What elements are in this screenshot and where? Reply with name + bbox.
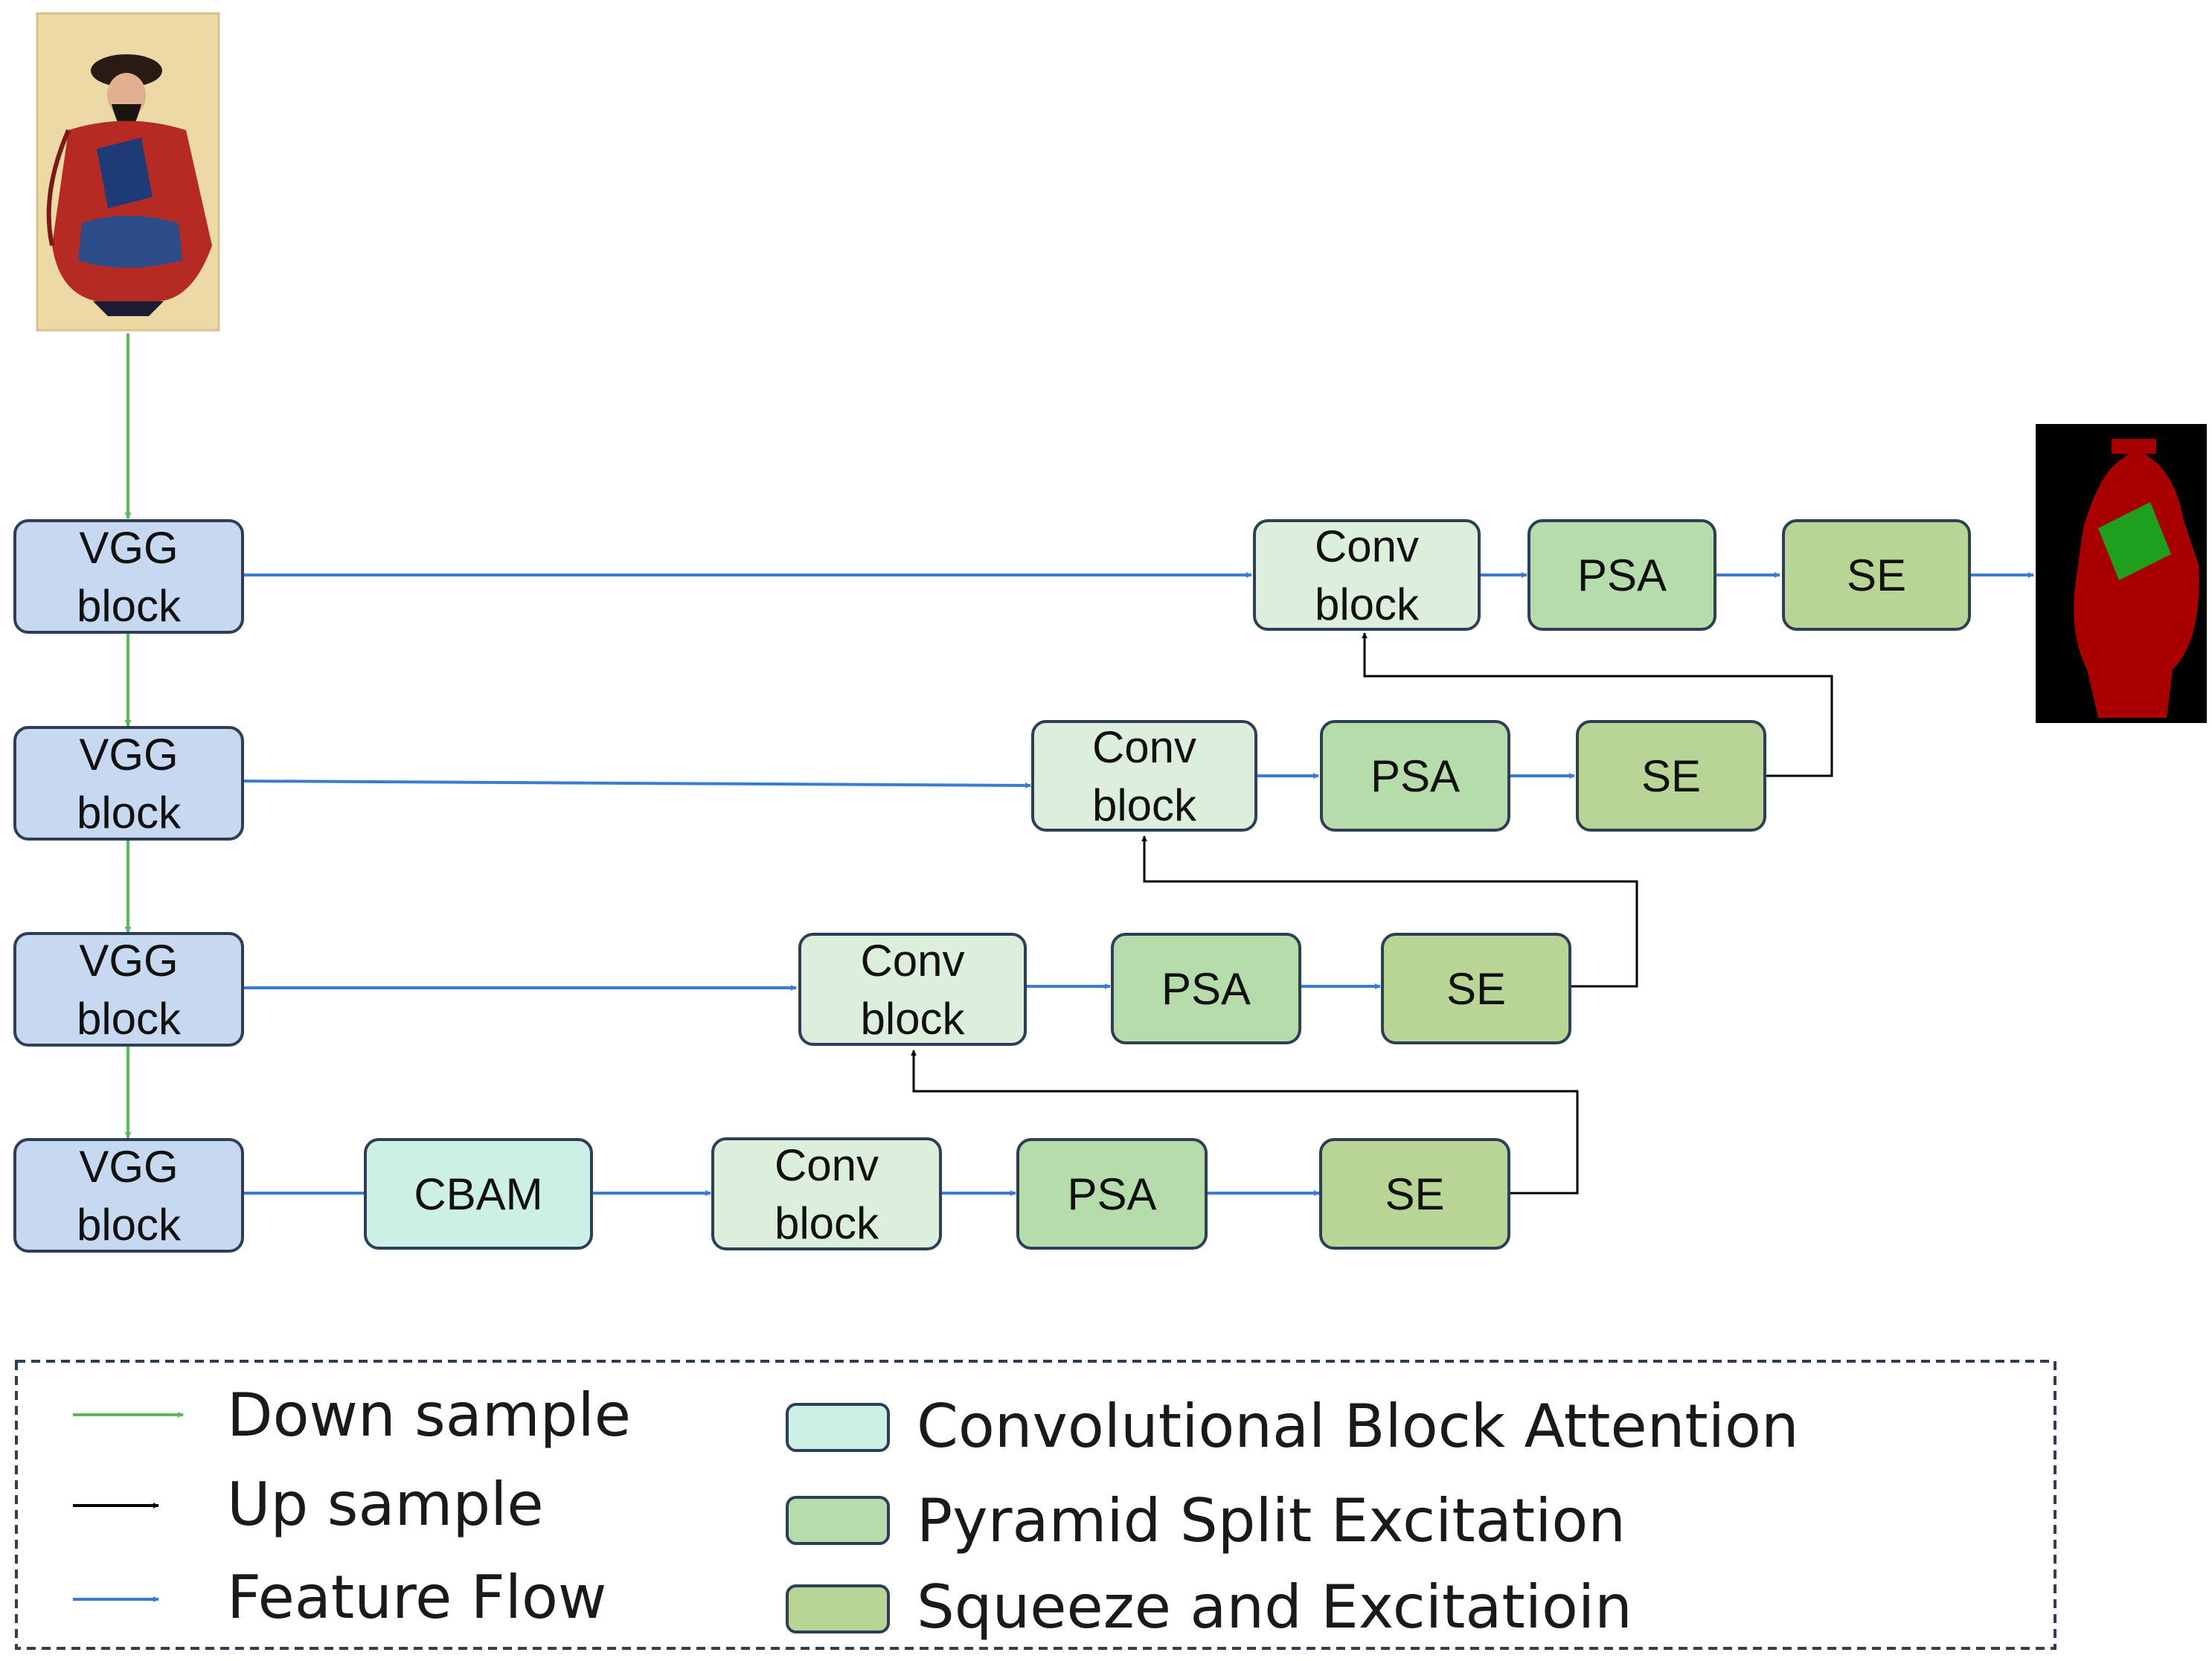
se-block-4-box [1319, 1138, 1510, 1250]
conv-block-1-label: block [1315, 579, 1420, 629]
psa-block-1-label: PSA [1577, 550, 1667, 600]
conv-block-3-label: Conv [860, 936, 964, 986]
vgg-block-2: VGG block [13, 726, 244, 841]
se-block-2-box [1576, 720, 1766, 832]
psa-block-4-box [1016, 1138, 1208, 1250]
legend-cbam-label: Convolutional Block Attention [917, 1392, 1799, 1461]
legend-frame [15, 1360, 2056, 1650]
vgg-block-4-label: VGG [79, 1142, 178, 1192]
legend-flow-label: Feature Flow [227, 1563, 606, 1632]
vgg-block-4-box [13, 1138, 244, 1253]
psa-block-1: PSA [1527, 519, 1716, 631]
psa-block-3-label: PSA [1161, 964, 1251, 1014]
conv-block-1-box [1253, 519, 1481, 631]
vgg-block-3-label: VGG [79, 936, 178, 986]
conv-block-4-box [711, 1137, 942, 1250]
se-block-3-label: SE [1446, 964, 1506, 1014]
legend-psa-label: Pyramid Split Excitation [917, 1486, 1626, 1555]
conv-block-3: Conv block [798, 933, 1027, 1046]
se-block-1-label: SE [1847, 550, 1906, 600]
se-block-3-box [1381, 933, 1571, 1044]
conv-block-2-label: block [1092, 780, 1197, 830]
se-block-1-box [1782, 519, 1971, 631]
vgg-block-3-label: block [77, 994, 182, 1044]
legend-cbam-swatch [786, 1403, 890, 1452]
se-block-4-label: SE [1385, 1169, 1444, 1219]
vgg-block-3-box [13, 932, 244, 1047]
conv-block-4: Conv block [711, 1137, 942, 1250]
psa-block-4: PSA [1016, 1138, 1208, 1250]
vgg-block-1: VGG block [13, 519, 244, 634]
vgg-block-1-label: block [77, 581, 182, 631]
legend-se-swatch [786, 1584, 890, 1633]
psa-block-3-box [1111, 933, 1301, 1044]
psa-block-2-label: PSA [1371, 751, 1460, 801]
se-block-2-label: SE [1641, 751, 1701, 801]
se-block-3: SE [1381, 933, 1571, 1044]
conv-block-4-label: Conv [775, 1140, 879, 1190]
feature-flow-arrows [242, 572, 2034, 1196]
se-block-2: SE [1576, 720, 1766, 832]
psa-block-2-box [1320, 720, 1510, 832]
vgg-block-1-box [13, 519, 244, 634]
conv-block-3-box [798, 933, 1027, 1046]
input-painting-icon [36, 12, 220, 332]
vgg-block-2-box [13, 726, 244, 841]
legend-down-label: Down sample [227, 1381, 631, 1450]
conv-block-2-label: Conv [1092, 722, 1196, 772]
legend-psa-swatch [786, 1496, 890, 1545]
conv-block-4-label: block [775, 1198, 879, 1248]
vgg-block-2-label: VGG [79, 730, 178, 780]
output-segmentation-icon [2036, 424, 2207, 723]
cbam-block-box [364, 1138, 593, 1250]
psa-block-3: PSA [1111, 933, 1301, 1044]
vgg-block-4-label: block [77, 1200, 182, 1250]
cbam-block: CBAM [364, 1138, 593, 1250]
se-block-1: SE [1782, 519, 1971, 631]
vgg-block-2-label: block [77, 788, 182, 838]
cbam-block-label: CBAM [414, 1169, 542, 1219]
legend-up-label: Up sample [227, 1470, 544, 1539]
vgg-block-1-label: VGG [79, 523, 178, 573]
psa-block-4-label: PSA [1067, 1169, 1156, 1219]
psa-block-1-box [1527, 519, 1716, 631]
conv-block-3-label: block [860, 994, 965, 1044]
se-block-4: SE [1319, 1138, 1510, 1250]
vgg-block-3: VGG block [13, 932, 244, 1047]
psa-block-2: PSA [1320, 720, 1510, 832]
vgg-block-4: VGG block [13, 1138, 244, 1253]
conv-block-2: Conv block [1031, 720, 1257, 832]
legend: Down sample Up sample Feature Flow Convo… [15, 1360, 2056, 1650]
conv-block-1: Conv block [1253, 519, 1481, 631]
conv-block-2-box [1031, 720, 1257, 832]
conv-block-1-label: Conv [1315, 521, 1419, 571]
upsample-arrows [911, 632, 1833, 1195]
legend-se-label: Squeeze and Excitatioin [917, 1572, 1632, 1642]
